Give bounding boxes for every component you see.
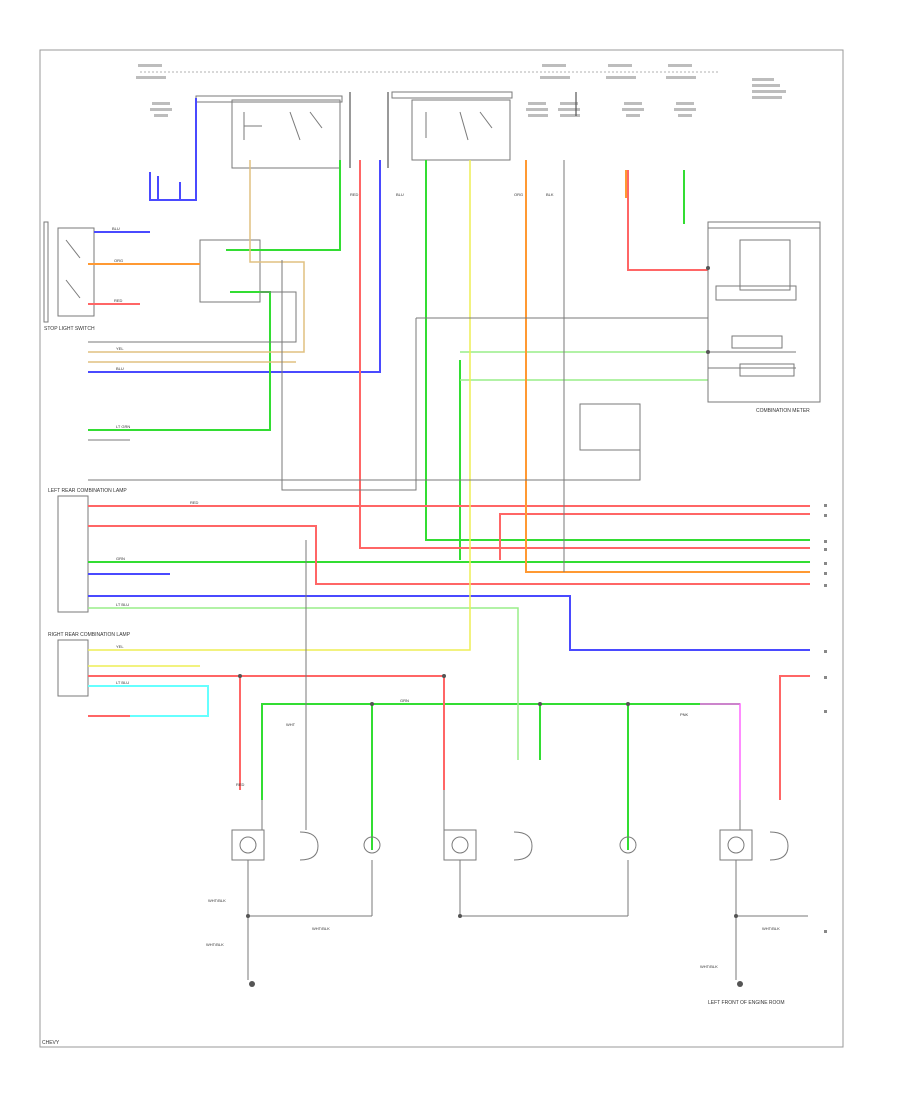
svg-text:WHT: WHT: [286, 722, 296, 727]
svg-text:RED: RED: [350, 192, 359, 197]
svg-text:RED: RED: [190, 500, 199, 505]
svg-text:LT GRN: LT GRN: [116, 424, 130, 429]
svg-text:LT BLU: LT BLU: [116, 680, 129, 685]
stop-light-switch-label: STOP LIGHT SWITCH: [44, 326, 95, 332]
top-labels: [136, 64, 786, 117]
svg-text:RED: RED: [114, 298, 123, 303]
svg-text:GRN: GRN: [116, 556, 125, 561]
wire-light-green: [88, 351, 708, 760]
wire-cyan: [88, 685, 209, 717]
svg-text:PNK: PNK: [680, 712, 689, 717]
svg-text:BLK: BLK: [546, 192, 554, 197]
control-module: [199, 239, 641, 451]
svg-text:BLU: BLU: [116, 366, 124, 371]
footer-code: CHEVY: [42, 1040, 60, 1046]
svg-text:RED: RED: [236, 782, 245, 787]
wire-green: [88, 160, 810, 850]
stop-light-switch: [43, 221, 95, 323]
wire-dark-verticals: [349, 92, 577, 168]
svg-text:ORG: ORG: [514, 192, 523, 197]
svg-text:YEL: YEL: [116, 346, 124, 351]
rear-lamp-connectors: [57, 495, 89, 697]
wire-code-labels: BLU ORG RED YEL BLU LT GRN RED GRN LT BL…: [112, 192, 780, 969]
right-terminals: [824, 504, 827, 933]
combination-meter: [707, 221, 821, 403]
svg-text:BLU: BLU: [112, 226, 120, 231]
relay-box-left: [195, 95, 343, 169]
wire-red: [88, 160, 810, 800]
svg-text:WHT/BLK: WHT/BLK: [208, 898, 226, 903]
combination-meter-label: COMBINATION METER: [756, 408, 810, 414]
splice-points: [238, 266, 738, 918]
svg-text:YEL: YEL: [116, 644, 124, 649]
svg-text:WHT/BLK: WHT/BLK: [700, 964, 718, 969]
svg-text:BLU: BLU: [396, 192, 404, 197]
left-rear-lamp-label: LEFT REAR COMBINATION LAMP: [48, 488, 127, 494]
svg-text:WHT/BLK: WHT/BLK: [312, 926, 330, 931]
diagram-border: [39, 49, 844, 1048]
wire-yellow: [88, 160, 471, 667]
ground-symbols: [249, 981, 743, 987]
svg-text:GRN: GRN: [400, 698, 409, 703]
lamp-symbols: [231, 790, 789, 861]
svg-text:LT BLU: LT BLU: [116, 602, 129, 607]
wire-tan: [88, 160, 305, 363]
wire-magenta: [700, 703, 741, 800]
svg-text:WHT/BLK: WHT/BLK: [762, 926, 780, 931]
svg-text:WHT/BLK: WHT/BLK: [206, 942, 224, 947]
right-rear-lamp-label: RIGHT REAR COMBINATION LAMP: [48, 632, 131, 638]
wire-blue: [88, 98, 810, 651]
wire-gray: [88, 160, 820, 980]
wire-orange: [88, 160, 810, 573]
relay-box-right: [391, 91, 513, 161]
svg-text:ORG: ORG: [114, 258, 123, 263]
left-front-ground-label: LEFT FRONT OF ENGINE ROOM: [708, 1000, 785, 1006]
